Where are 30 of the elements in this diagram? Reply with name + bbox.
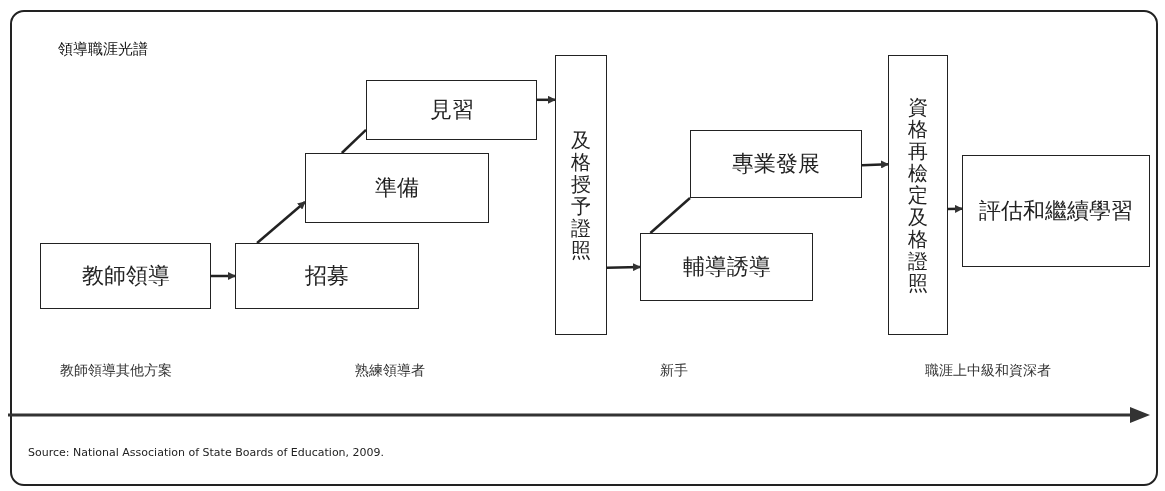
stage-label: 新手	[660, 362, 688, 380]
process-box	[366, 80, 537, 140]
arrow	[947, 204, 963, 213]
process-box	[962, 155, 1150, 267]
process-box	[235, 243, 419, 309]
process-box	[555, 55, 607, 335]
process-box	[640, 233, 813, 301]
box-label: 專業發展	[731, 150, 821, 179]
arrow	[861, 160, 889, 169]
box-label: 及格授予證照	[571, 129, 591, 261]
box-label: 準備	[374, 174, 420, 203]
box-label: 見習	[428, 96, 475, 125]
box-label: 招募	[304, 262, 350, 291]
arrow	[211, 272, 236, 280]
box-label: 資格再檢定及格證照	[908, 96, 928, 294]
box-label: 評估和繼續學習	[978, 197, 1134, 226]
diagram-title: 領導職涯光譜	[58, 40, 148, 59]
arrow	[256, 201, 306, 244]
arrow	[537, 95, 556, 104]
process-box	[888, 55, 948, 335]
stage-label: 教師領導其他方案	[60, 362, 172, 380]
box-label: 輔導誘導	[681, 253, 772, 282]
process-box	[690, 130, 862, 198]
process-box	[305, 153, 489, 223]
stage-label: 熟練領導者	[355, 362, 425, 380]
stage-label: 職涯上中級和資深者	[925, 362, 1051, 380]
arrow	[606, 263, 641, 272]
process-box	[40, 243, 211, 309]
box-label: 教師領導	[80, 262, 171, 291]
source-note: Source: National Association of State Boards of Education, 2009.	[28, 446, 385, 459]
